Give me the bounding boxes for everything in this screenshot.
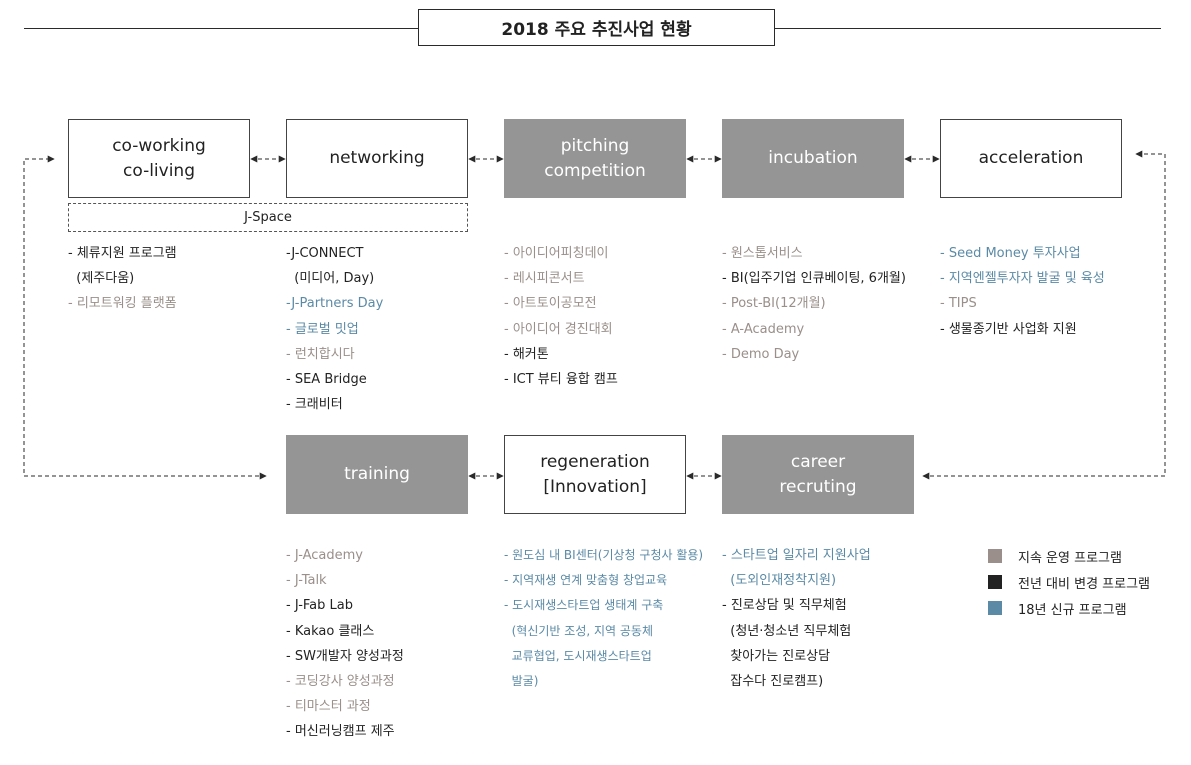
legend-label: 전년 대비 변경 프로그램 <box>1018 576 1150 592</box>
stage-regeneration-line-1: regeneration <box>540 451 650 472</box>
program-item: - 체류지원 프로그램 <box>68 246 177 261</box>
stage-training: training <box>286 435 468 514</box>
stage-incubation: incubation <box>722 119 904 198</box>
jspace-group: J-Space <box>68 203 468 232</box>
list-acceleration: - Seed Money 투자사업 - 지역엔젤투자자 발굴 및 육성 - TIPS… <box>940 241 1105 342</box>
legend: 지속 운영 프로그램 전년 대비 변경 프로그램 18년 신규 프로그램 <box>988 543 1150 621</box>
list-career: - 스타트업 일자리 지원사업 (도외인재정착지원)- 진로상담 및 직무체험 … <box>722 543 871 694</box>
program-item: - J-Academy <box>286 548 363 563</box>
program-item: - Demo Day <box>722 346 800 362</box>
program-item: - 도시재생스타트업 생태계 구축 <box>504 598 664 613</box>
stage-career-line-1: career <box>790 451 846 472</box>
program-item: (제주다움) <box>68 271 135 287</box>
legend-label: 18년 신규 프로그램 <box>1018 602 1127 618</box>
stage-regeneration: regeneration [Innovation] <box>504 435 686 514</box>
stage-networking: networking <box>286 119 468 198</box>
program-item: - 스타트업 일자리 지원사업 <box>722 548 871 563</box>
stage-training-label: training <box>344 464 410 484</box>
stage-incubation-label: incubation <box>768 148 858 168</box>
program-item: - Seed Money 투자사업 <box>940 246 1081 261</box>
legend-swatch <box>988 549 1002 563</box>
legend-item: 18년 신규 프로그램 <box>988 595 1150 621</box>
stage-coworking: co-working co-living <box>68 119 250 198</box>
program-item: - 원스톱서비스 <box>722 246 803 261</box>
program-item: - J-Talk <box>286 573 327 589</box>
program-item: 잡수다 진로캠프) <box>722 674 824 690</box>
program-item: - 머신러닝캠프 제주 <box>286 724 395 740</box>
stage-networking-label: networking <box>329 148 425 168</box>
program-item: - 해커톤 <box>504 346 549 362</box>
program-item: (청년·청소년 직무체험 <box>722 623 852 639</box>
program-item: - BI(입주기업 인큐베이팅, 6개월) <box>722 271 906 287</box>
program-item: - 레시피콘서트 <box>504 271 585 287</box>
list-coworking: - 체류지원 프로그램 (제주다움) - 리모트워킹 플랫폼 <box>68 241 177 317</box>
program-item: - Post-BI(12개월) <box>722 296 826 312</box>
program-item: - J-Fab Lab <box>286 598 353 614</box>
program-item: -J-CONNECT <box>286 246 364 261</box>
program-item: 교류협업, 도시재생스타트업 <box>504 648 652 663</box>
program-item: - 코딩강사 양성과정 <box>286 674 395 690</box>
program-item: - TIPS <box>940 296 977 312</box>
program-item: - 원도심 내 BI센터(기상청 구청사 활용) <box>504 548 704 562</box>
legend-swatch <box>988 601 1002 615</box>
program-item: 발굴) <box>504 674 539 689</box>
connector-left-loop <box>23 155 267 480</box>
stage-pitching-line-2: competition <box>544 160 646 181</box>
stage-regeneration-line-2: [Innovation] <box>543 476 647 497</box>
legend-swatch <box>988 575 1002 589</box>
program-item: (도외인재정착지원) <box>722 573 837 589</box>
program-item: (미디어, Day) <box>286 271 375 287</box>
title-rule-left <box>24 28 418 29</box>
program-item: - SW개발자 양성과정 <box>286 648 404 664</box>
list-incubation: - 원스톱서비스 - BI(입주기업 인큐베이팅, 6개월) - Post-BI(1… <box>722 241 906 367</box>
program-item: - 리모트워킹 플랫폼 <box>68 296 177 312</box>
legend-label: 지속 운영 프로그램 <box>1018 550 1122 566</box>
program-item: - 생물종기반 사업화 지원 <box>940 321 1077 337</box>
stage-coworking-line-1: co-working <box>112 135 206 156</box>
program-item: - 지역엔젤투자자 발굴 및 육성 <box>940 271 1105 287</box>
stage-acceleration-label: acceleration <box>978 148 1084 168</box>
program-item: (혁신기반 조성, 지역 공동체 <box>504 623 654 638</box>
stage-pitching-line-1: pitching <box>560 135 630 156</box>
program-item: - 아이디어피칭데이 <box>504 246 609 261</box>
page-title: 2018 주요 추진사업 현황 <box>418 9 775 46</box>
title-rule-right <box>775 28 1161 29</box>
stage-career-line-2: recruting <box>779 476 857 497</box>
list-training: - J-Academy - J-Talk - J-Fab Lab - Kakao 클래… <box>286 543 404 745</box>
program-item: - 글로벌 밋업 <box>286 321 359 337</box>
program-item: - Kakao 클래스 <box>286 623 375 639</box>
list-networking: -J-CONNECT (미디어, Day) -J-Partners Day - 글로… <box>286 241 383 417</box>
stage-coworking-line-2: co-living <box>123 160 195 181</box>
program-item: - 티마스터 과정 <box>286 699 371 715</box>
connector-right-loop <box>922 150 1166 480</box>
program-item: - SEA Bridge <box>286 372 367 388</box>
program-item: - 아트토이공모전 <box>504 296 597 312</box>
legend-item: 전년 대비 변경 프로그램 <box>988 569 1150 595</box>
stage-acceleration: acceleration <box>940 119 1122 198</box>
list-regeneration: - 원도심 내 BI센터(기상청 구청사 활용) - 지역재생 연계 맞춤형 창업… <box>504 543 703 694</box>
program-item: -J-Partners Day <box>286 296 384 312</box>
program-item: - 크래비터 <box>286 397 343 413</box>
program-item: - 런치합시다 <box>286 346 355 362</box>
program-item: - A-Academy <box>722 321 805 337</box>
program-item: - 아이디어 경진대회 <box>504 321 613 337</box>
legend-item: 지속 운영 프로그램 <box>988 543 1150 569</box>
stage-pitching: pitching competition <box>504 119 686 198</box>
program-item: - ICT 뷰티 융합 캠프 <box>504 372 618 388</box>
program-item: - 지역재생 연계 맞춤형 창업교육 <box>504 573 668 588</box>
program-item: 찾아가는 진로상담 <box>722 648 831 664</box>
program-item: - 진로상담 및 직무체험 <box>722 598 847 614</box>
stage-career: career recruting <box>722 435 914 514</box>
list-pitching: - 아이디어피칭데이 - 레시피콘서트 - 아트토이공모전 - 아이디어 경진대회 - … <box>504 241 618 392</box>
